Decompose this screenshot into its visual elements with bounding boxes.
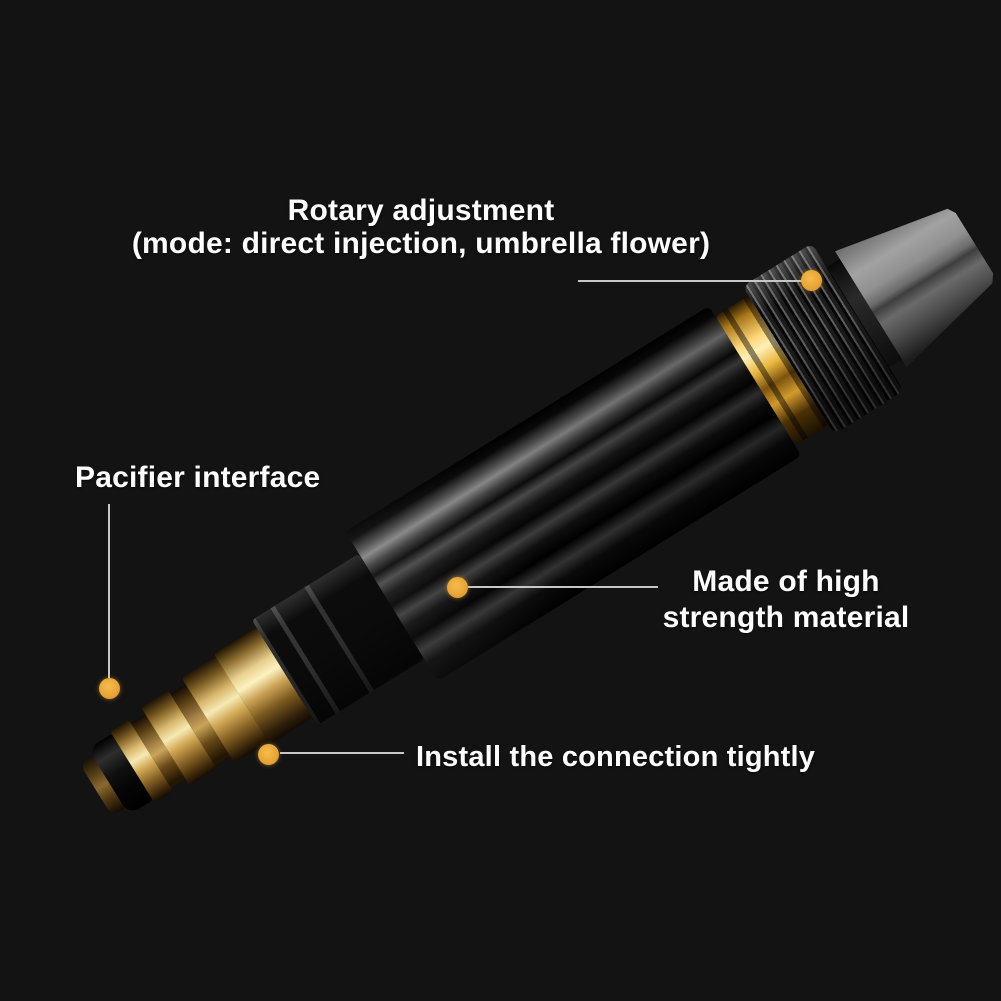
callout-line-rotary <box>578 280 803 282</box>
callout-line-material <box>468 586 658 588</box>
label-pacifier-interface: Pacifier interface <box>75 461 321 494</box>
label-rotary-line1: Rotary adjustment <box>287 194 555 227</box>
label-material-line1: Made of high <box>692 565 880 598</box>
label-install: Install the connection tightly <box>416 741 816 773</box>
label-rotary-line2: (mode: direct injection, umbrella flower… <box>131 227 711 260</box>
marker-dot-rotary <box>801 270 822 291</box>
label-material-line2: strength material <box>662 601 910 634</box>
label-material: Made of high strength material <box>635 564 937 636</box>
label-rotary-adjustment: Rotary adjustment (mode: direct injectio… <box>95 194 747 260</box>
marker-dot-material <box>447 577 468 598</box>
callout-line-install <box>280 752 404 754</box>
callout-line-pacifier <box>108 504 110 678</box>
marker-dot-install <box>258 744 279 765</box>
marker-dot-pacifier <box>99 678 120 699</box>
